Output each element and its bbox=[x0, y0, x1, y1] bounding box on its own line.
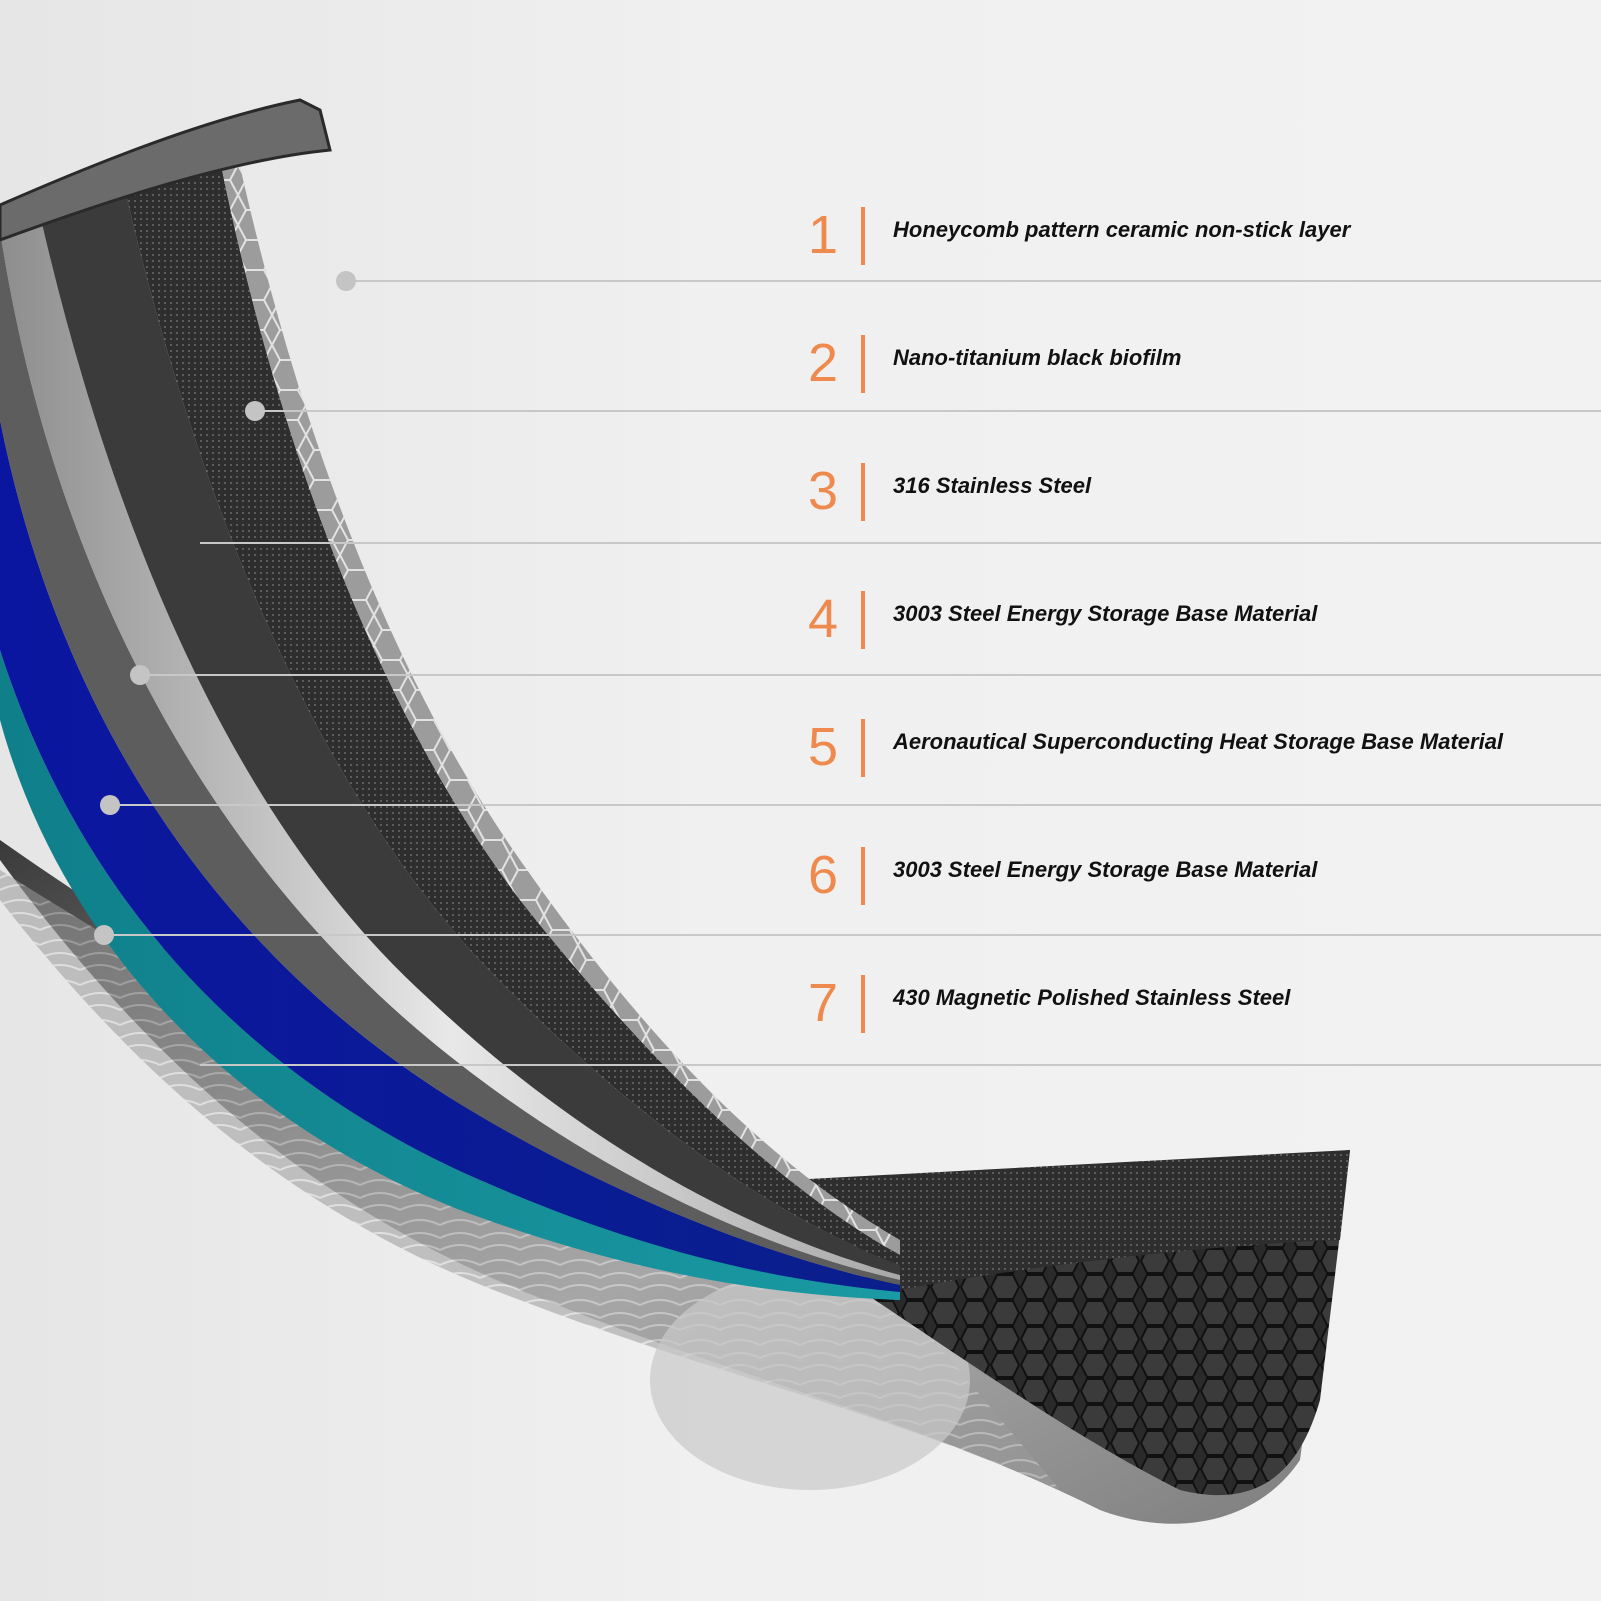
pan-rim bbox=[0, 98, 332, 242]
layer-number: 3 bbox=[808, 461, 839, 521]
layer-band-5 bbox=[0, 230, 900, 1285]
layer-label-6: 6 3003 Steel Energy Storage Base Material bbox=[0, 845, 1601, 905]
layer-description: 3003 Steel Energy Storage Base Material bbox=[893, 857, 1318, 882]
layer-number: 1 bbox=[808, 205, 839, 265]
layer-label-2: 2 Nano-titanium black biofilm bbox=[0, 333, 1601, 393]
layer-number: 7 bbox=[808, 973, 839, 1033]
layer-label-5: 5 Aeronautical Superconducting Heat Stora… bbox=[0, 717, 1601, 777]
leader-dot-1 bbox=[336, 271, 356, 291]
layer-divider-bar bbox=[861, 847, 865, 905]
layer-description: 430 Magnetic Polished Stainless Steel bbox=[893, 985, 1291, 1010]
leader-dot-6 bbox=[94, 925, 114, 945]
layer-description: 3003 Steel Energy Storage Base Material bbox=[893, 601, 1318, 626]
leader-lines bbox=[94, 271, 1601, 1066]
layer-divider-bar bbox=[861, 207, 865, 265]
layer-divider-bar bbox=[861, 463, 865, 521]
layer-number: 2 bbox=[808, 333, 839, 393]
layer-number: 5 bbox=[808, 717, 839, 777]
pan-inner-flame-band bbox=[790, 1150, 1350, 1290]
layer-description: Nano-titanium black biofilm bbox=[893, 345, 1182, 370]
layer-band-2 bbox=[125, 135, 900, 1265]
leader-dot-4 bbox=[130, 665, 150, 685]
layer-description: 316 Stainless Steel bbox=[893, 473, 1092, 498]
layer-divider-bar bbox=[861, 591, 865, 649]
layer-description: Aeronautical Superconducting Heat Storag… bbox=[893, 729, 1504, 754]
layer-divider-bar bbox=[861, 335, 865, 393]
layer-band-6 bbox=[0, 420, 900, 1292]
layer-label-1: 1 Honeycomb pattern ceramic non-stick lay… bbox=[0, 205, 1601, 265]
layer-label-3: 3 316 Stainless Steel bbox=[0, 461, 1601, 521]
pan-base-medallion bbox=[650, 1270, 970, 1490]
layer-band-7 bbox=[0, 650, 900, 1300]
layer-description: Honeycomb pattern ceramic non-stick laye… bbox=[893, 217, 1351, 242]
layer-label-7: 7 430 Magnetic Polished Stainless Steel bbox=[0, 973, 1601, 1033]
layer-divider-bar bbox=[861, 719, 865, 777]
layer-band-3 bbox=[40, 190, 900, 1275]
layer-number: 4 bbox=[808, 589, 839, 649]
layer-divider-bar bbox=[861, 975, 865, 1033]
leader-dot-2 bbox=[245, 401, 265, 421]
layer-label-4: 4 3003 Steel Energy Storage Base Material bbox=[0, 589, 1601, 649]
layer-number: 6 bbox=[808, 845, 839, 905]
leader-dot-5 bbox=[100, 795, 120, 815]
